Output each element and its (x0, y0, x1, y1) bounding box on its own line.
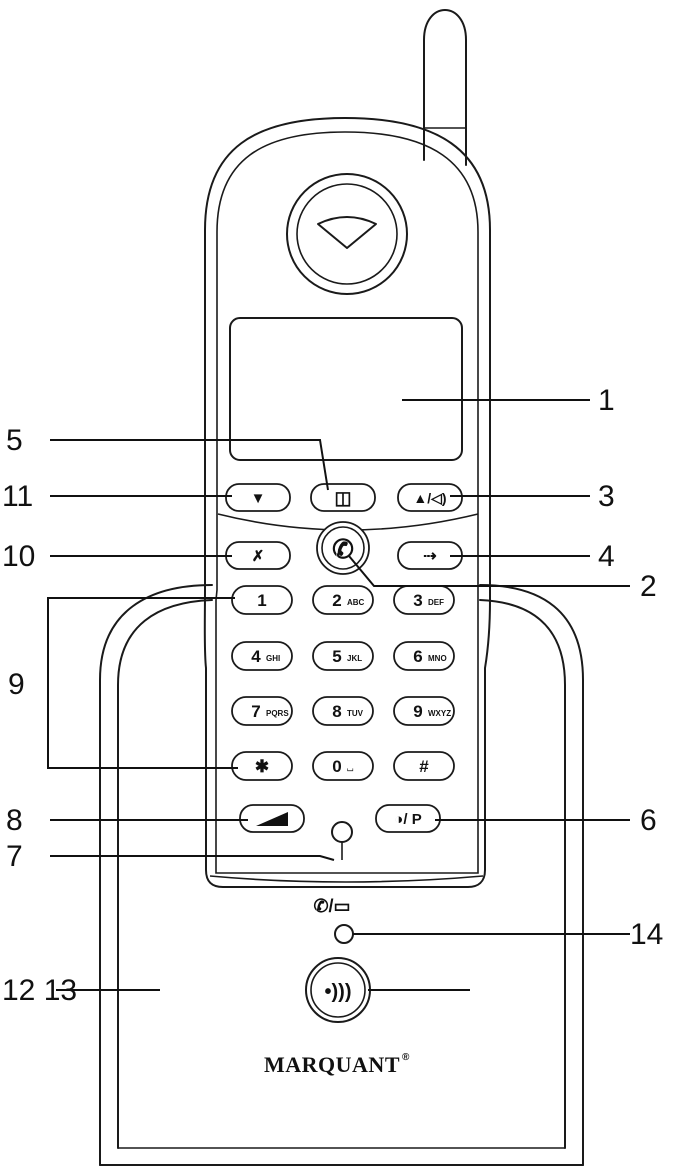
keypad-key-label: 7 (251, 702, 260, 721)
keypad-key-label: 8 (332, 702, 341, 721)
callout-8: 8 (6, 804, 23, 837)
up-volume-icon: ▲/◁) (413, 490, 446, 506)
mute-icon: ✗ (252, 548, 265, 565)
callout-5: 5 (6, 424, 23, 457)
talk-button[interactable]: ✆ (316, 521, 370, 575)
keypad-key-11[interactable]: 0⌴ (312, 751, 374, 781)
callout-4: 4 (598, 540, 615, 573)
charge-status-icon: ✆/▭ (313, 896, 350, 916)
keypad-key-label: 6 (413, 647, 422, 666)
keypad-key-label: 2 (332, 591, 341, 610)
registered-mark: ® (402, 1052, 410, 1063)
handset-body (203, 117, 491, 888)
keypad-key-label: 9 (413, 702, 422, 721)
down-arrow-icon: ▼ (251, 490, 266, 507)
callout-10: 10 (2, 540, 35, 573)
callout-6: 6 (640, 804, 657, 837)
redial-icon: ⇢ (423, 548, 436, 565)
callouts: 1 5 11 3 10 4 2 9 8 6 7 14 12 13 (2, 384, 663, 1007)
earpiece-icon (286, 173, 408, 295)
keypad-key-letters: DEF (428, 598, 444, 607)
keypad-key-label: ✱ (255, 757, 269, 776)
callout-1: 1 (598, 384, 615, 417)
callout-12-13: 12 13 (2, 974, 77, 1007)
keypad-key-label: # (419, 757, 429, 776)
callout-7: 7 (6, 840, 23, 873)
keypad-key-1[interactable]: 1 (231, 585, 293, 615)
keypad-key-label: 5 (332, 647, 341, 666)
keypad-key-3[interactable]: 3 DEF (393, 585, 455, 615)
charge-led-icon (334, 924, 354, 944)
brand-name: MARQUANT (264, 1052, 400, 1077)
recall-button[interactable] (239, 804, 305, 833)
keypad-key-letters: ABC (347, 598, 365, 607)
keypad-key-7[interactable]: 7 PQRS (231, 696, 293, 726)
keypad-key-label: 0 (332, 757, 341, 776)
keypad-key-5[interactable]: 5 JKL (312, 641, 374, 671)
base-station (99, 584, 584, 1166)
callout-9: 9 (8, 668, 25, 701)
callout-14: 14 (630, 918, 663, 951)
keypad-key-letters: PQRS (266, 709, 289, 718)
phonebook-icon: ◫ (334, 488, 351, 508)
down-arrow-button[interactable]: ▼ (225, 483, 291, 512)
power-pause-button[interactable]: ◑/ P (375, 804, 441, 833)
keypad-key-10[interactable]: ✱ (231, 751, 293, 781)
keypad-key-8[interactable]: 8 TUV (312, 696, 374, 726)
up-volume-button[interactable]: ▲/◁) (397, 483, 463, 512)
page-icon: •))) (325, 981, 352, 1003)
keypad-key-9[interactable]: 9 WXYZ (393, 696, 455, 726)
keypad-key-label: 1 (257, 591, 266, 610)
keypad-key-6[interactable]: 6 MNO (393, 641, 455, 671)
keypad-key-2[interactable]: 2 ABC (312, 585, 374, 615)
keypad-key-letters: MNO (428, 654, 447, 663)
keypad-key-letters: TUV (347, 709, 364, 718)
mute-button[interactable]: ✗ (225, 541, 291, 570)
keypad-key-label: 3 (413, 591, 422, 610)
callout-2: 2 (640, 570, 657, 603)
phonebook-button[interactable]: ◫ (310, 483, 376, 512)
callout-3: 3 (598, 480, 615, 513)
callout-11: 11 (2, 480, 33, 513)
keypad-key-letters: ⌴ (347, 764, 354, 773)
antenna-icon (423, 9, 467, 166)
recall-icon (256, 812, 288, 826)
power-pause-icon: ◑/ P (394, 811, 421, 828)
leader-lines (47, 399, 630, 991)
brand-logo: MARQUANT ® (264, 1052, 410, 1077)
keypad-key-4[interactable]: 4 GHI (231, 641, 293, 671)
page-button[interactable]: •))) (305, 957, 371, 1023)
microphone-icon (331, 821, 353, 860)
keypad-key-letters: GHI (266, 654, 280, 663)
keypad-key-letters: JKL (347, 654, 362, 663)
keypad-key-label: 4 (251, 647, 261, 666)
keypad-key-12[interactable]: # (393, 751, 455, 781)
keypad-key-letters: WXYZ (428, 709, 451, 718)
display-screen (229, 317, 463, 461)
